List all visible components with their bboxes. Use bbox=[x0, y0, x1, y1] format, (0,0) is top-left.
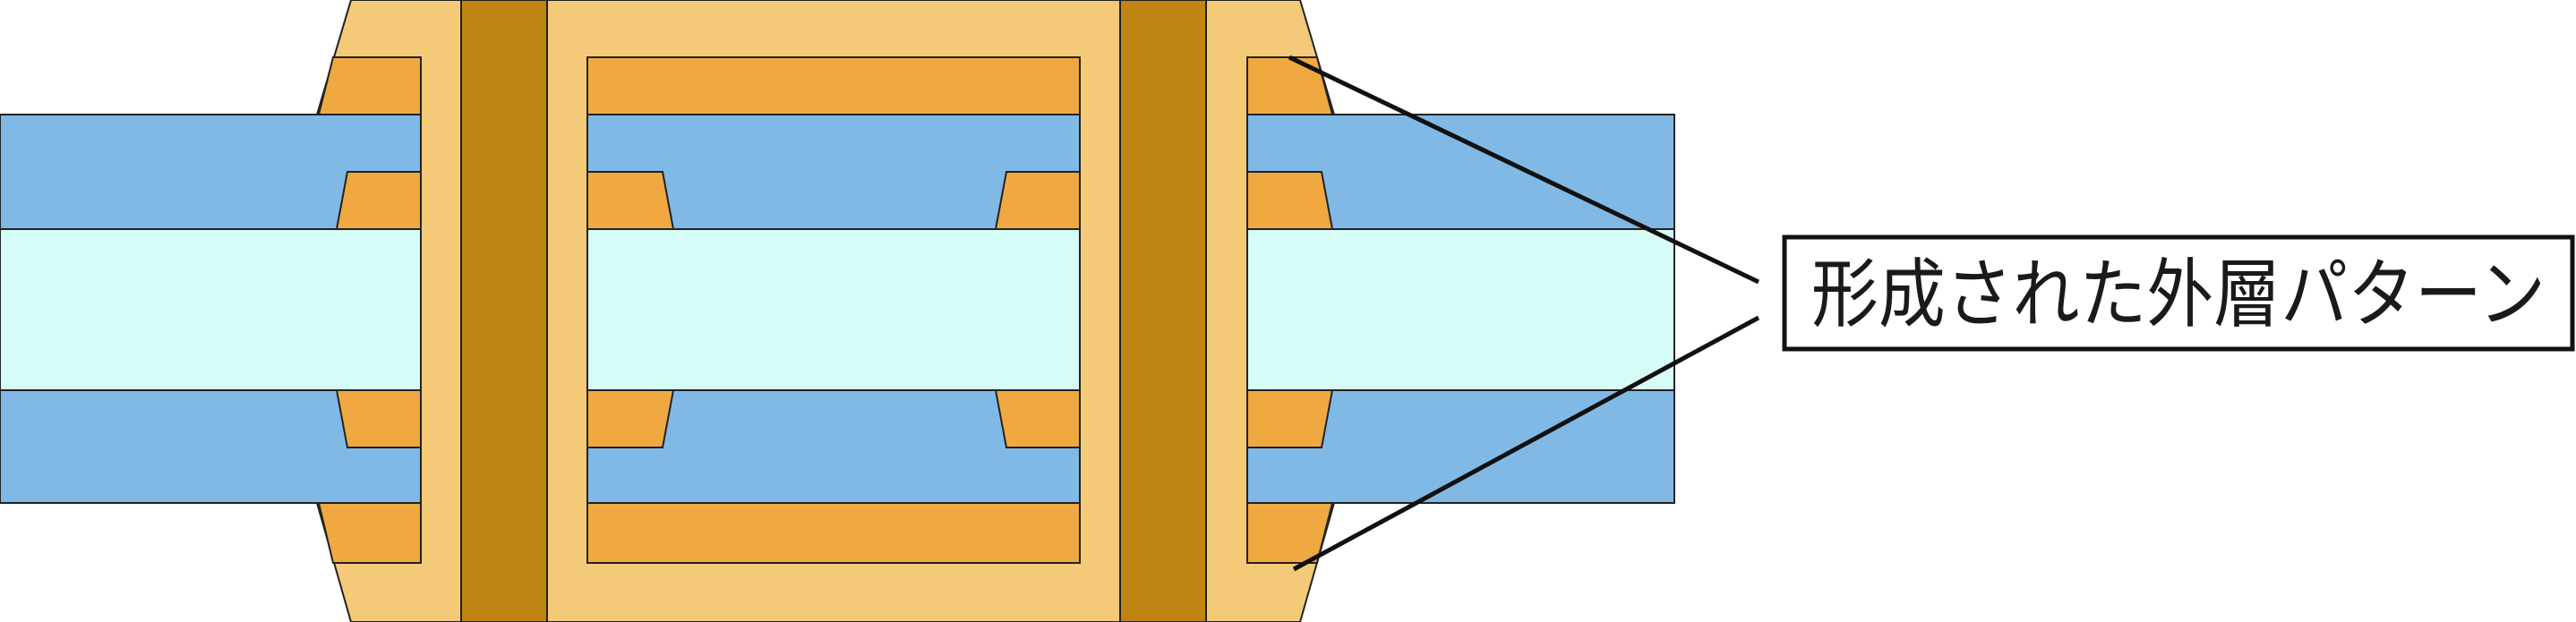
inner-pad-upper-right bbox=[1246, 171, 1334, 230]
callout-box: 形成された外層パターン bbox=[1782, 234, 2575, 352]
callout-frame bbox=[1782, 234, 2575, 352]
via-core-right bbox=[1119, 0, 1207, 622]
inner-pads-lower bbox=[335, 389, 1334, 448]
leader-line-bottom bbox=[1292, 315, 1760, 572]
outer-pattern-bottom-left bbox=[317, 502, 422, 564]
via-core-left bbox=[460, 0, 548, 622]
middle-core bbox=[586, 228, 1081, 391]
inner-pad-lower-mid-right bbox=[994, 389, 1081, 448]
outer-pattern-top-left bbox=[317, 56, 422, 115]
inner-pads-upper bbox=[335, 171, 1334, 230]
middle-laminate-stack bbox=[586, 114, 1081, 504]
outer-pattern-top-middle bbox=[586, 56, 1081, 115]
inner-pad-upper-left bbox=[335, 171, 422, 230]
right-core bbox=[1246, 228, 1675, 391]
outer-pattern-bottom-right bbox=[1246, 502, 1334, 564]
inner-pad-lower-mid-left bbox=[586, 389, 675, 448]
callout-label: 形成された外層パターン bbox=[1811, 251, 2546, 338]
left-core bbox=[0, 228, 422, 391]
inner-pad-lower-left bbox=[335, 389, 422, 448]
outer-pattern-bottom-middle bbox=[586, 502, 1081, 564]
inner-pad-upper-mid-left bbox=[586, 171, 675, 230]
outer-pattern-bottom bbox=[317, 502, 1334, 564]
inner-pad-upper-mid-right bbox=[994, 171, 1081, 230]
outer-pattern-top-right bbox=[1246, 56, 1334, 115]
inner-pad-lower-right bbox=[1246, 389, 1334, 448]
outer-pattern-top bbox=[317, 56, 1334, 115]
leader-line-top bbox=[1288, 55, 1760, 285]
